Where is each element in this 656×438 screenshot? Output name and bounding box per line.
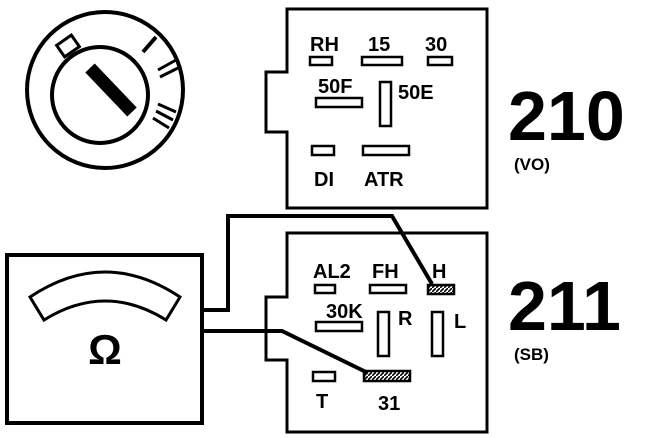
connector-211-code: 211 [508,267,621,345]
pin-label-31: 31 [378,393,400,415]
key-position-mark-3c [152,116,170,130]
pin-50f-terminal [314,96,364,109]
pin-al2-terminal [313,283,337,295]
pin-r-terminal [376,310,391,358]
pin-atr-terminal [361,144,411,157]
connector-210-subtitle: (VO) [514,155,550,174]
key-slot-bar [85,63,137,117]
pin-50e-terminal [378,80,393,128]
pin-label-al2: AL2 [313,261,351,283]
pin-30k-terminal [314,320,364,333]
key-position-mark-1 [141,35,158,54]
connector-210: RH 15 30 50F 50E DI ATR [264,7,489,210]
pin-label-50e: 50E [398,82,434,104]
dial-inner-ring [50,45,150,145]
connector-211-subtitle: (SB) [514,345,549,364]
key-position-mark-3a [157,102,177,114]
pin-h-terminal [426,283,456,296]
pin-label-atr: ATR [364,169,404,191]
key-position-mark-2b [159,66,179,79]
ohmmeter-scale-arc [27,270,183,323]
pin-30-terminal [426,55,454,67]
key-position-mark-0 [54,33,82,59]
key-position-mark-3b [155,109,174,122]
pin-rh-terminal [308,55,334,67]
pin-fh-terminal [368,283,408,295]
key-position-mark-2a [157,58,177,72]
pin-label-rh: RH [310,34,339,56]
pin-label-di: DI [314,169,334,191]
pin-l-terminal [430,310,445,358]
pin-label-r: R [398,308,413,330]
pin-label-l: L [454,311,466,333]
ignition-key-dial [25,10,185,170]
ohm-symbol: Ω [88,326,122,373]
ohmmeter: Ω [5,253,204,425]
test-lead-to-31 [202,329,369,375]
connector-210-code: 210 [508,77,625,155]
pin-di-terminal [310,144,336,157]
pin-31-terminal [362,369,412,383]
pin-label-50f: 50F [318,76,352,98]
connector-211: AL2 FH H 30K R L T 31 [264,231,489,434]
pin-label-t: T [316,391,328,413]
pin-label-15: 15 [368,34,390,56]
pin-label-30: 30 [425,34,447,56]
pin-label-fh: FH [372,261,399,283]
pin-label-30k: 30K [326,301,363,323]
pin-t-terminal [311,370,337,383]
pin-15-terminal [360,55,404,67]
pin-label-h: H [432,261,446,283]
test-lead-to-h [202,214,434,312]
